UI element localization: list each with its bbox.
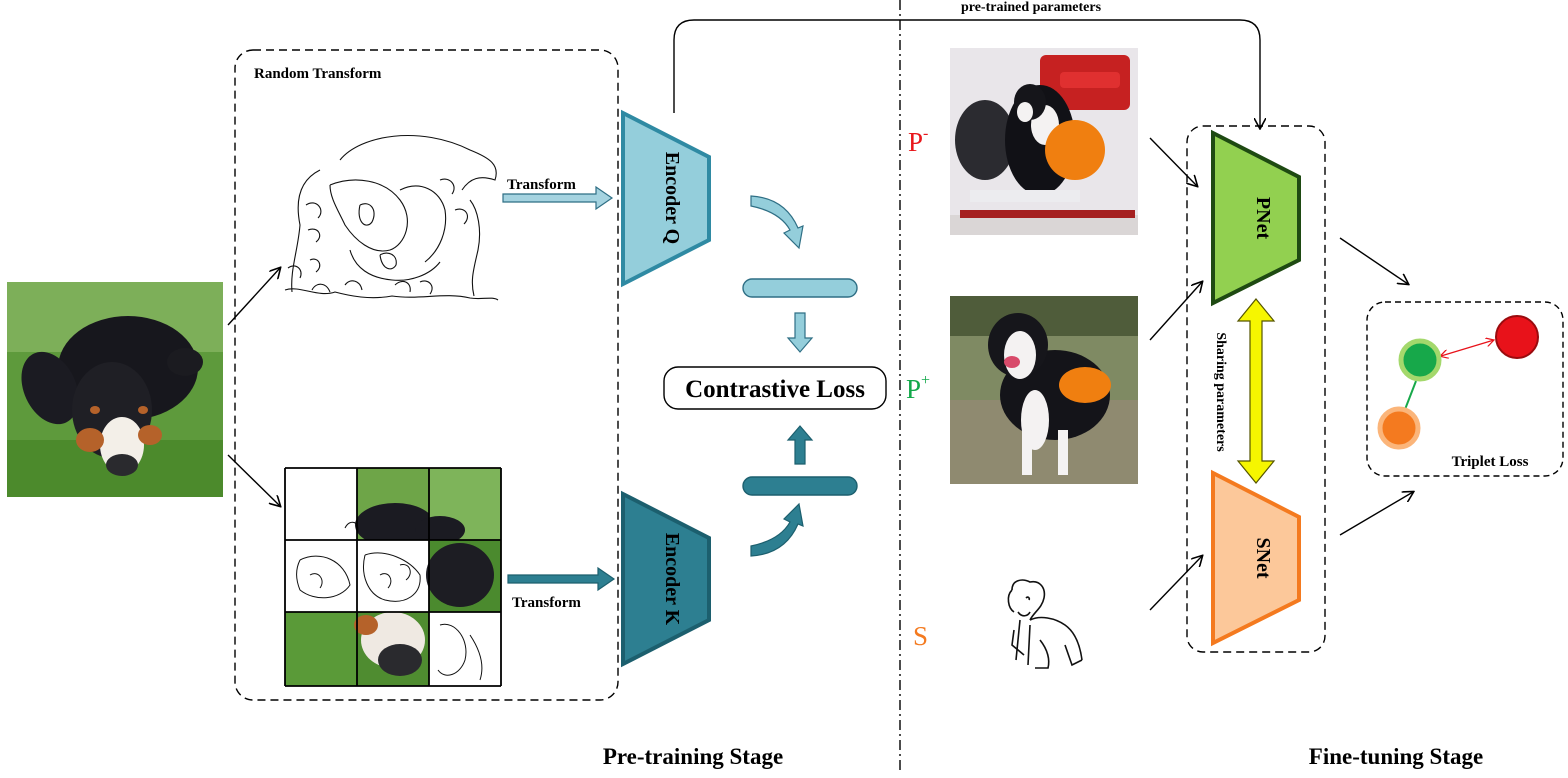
arrow-to-edge-transform: [227, 268, 280, 326]
pnet-block: PNet: [1211, 129, 1301, 307]
transform-label-bottom: Transform: [512, 595, 581, 611]
transform-arrow-bottom: [507, 566, 616, 592]
arrow-down-to-loss: [786, 312, 814, 353]
encoder-q-block: Encoder Q: [621, 109, 711, 288]
key-feature-bar: [742, 476, 858, 496]
anchor-negative-link: [1441, 340, 1494, 356]
pnet-label: PNet: [1252, 197, 1274, 240]
arrow-snet-to-triplet: [1339, 492, 1413, 536]
triplet-loss-box: [1366, 301, 1564, 477]
transform-label-top: Transform: [507, 177, 576, 193]
transform-arrow-top: [502, 185, 614, 211]
arrow-negative-to-pnet: [1149, 137, 1197, 186]
pretrained-parameters-label: pre-trained parameters: [961, 0, 1102, 15]
siamese-network-box: [1186, 125, 1326, 653]
query-feature-bar: [742, 278, 858, 298]
contrastive-loss-label: Contrastive Loss: [685, 376, 865, 403]
dog-positive-photo-icon: [950, 296, 1138, 484]
dog-photo-icon: [7, 282, 223, 497]
sharing-parameters-label: Sharing parameters: [1213, 332, 1228, 452]
s-label: S: [913, 621, 928, 651]
encoder-k-label: Encoder K: [661, 533, 683, 626]
curved-arrow-from-encoder-k: [750, 502, 804, 557]
encoder-k-block: Encoder K: [621, 490, 711, 668]
pretrained-parameters-connector: [673, 19, 1260, 128]
snet-block: SNet: [1211, 469, 1301, 647]
snet-label: SNet: [1252, 537, 1274, 578]
random-transform-box: [234, 49, 619, 701]
finetuning-stage-title: Fine-tuning Stage: [1309, 744, 1483, 769]
triplet-loss-label: Triplet Loss: [1452, 454, 1529, 470]
sharing-parameters-arrow: [1236, 298, 1276, 484]
arrow-sketch-to-snet: [1149, 556, 1202, 611]
dog-negative-photo-icon: [950, 48, 1138, 235]
encoder-q-label: Encoder Q: [661, 152, 683, 244]
dog-sketch-icon: [1007, 579, 1083, 669]
contrastive-loss-box: [663, 366, 887, 410]
arrow-to-jigsaw-transform: [227, 454, 280, 506]
anchor-node: [1398, 338, 1442, 382]
positive-node: [1377, 406, 1421, 450]
random-transform-label: Random Transform: [254, 66, 382, 82]
jigsaw-transform-grid: [284, 467, 502, 687]
arrow-up-to-loss: [786, 425, 814, 465]
negative-node: [1495, 315, 1539, 359]
anchor-positive-link: [1403, 380, 1417, 413]
p-minus-label: P-: [908, 125, 928, 157]
dog-edge-sketch-icon: [284, 134, 499, 301]
pretraining-stage-title: Pre-training Stage: [603, 744, 783, 769]
arrow-pnet-to-triplet: [1339, 237, 1408, 284]
p-plus-label: P+: [906, 372, 930, 404]
curved-arrow-from-encoder-q: [750, 195, 804, 250]
arrow-positive-to-pnet: [1149, 282, 1202, 341]
